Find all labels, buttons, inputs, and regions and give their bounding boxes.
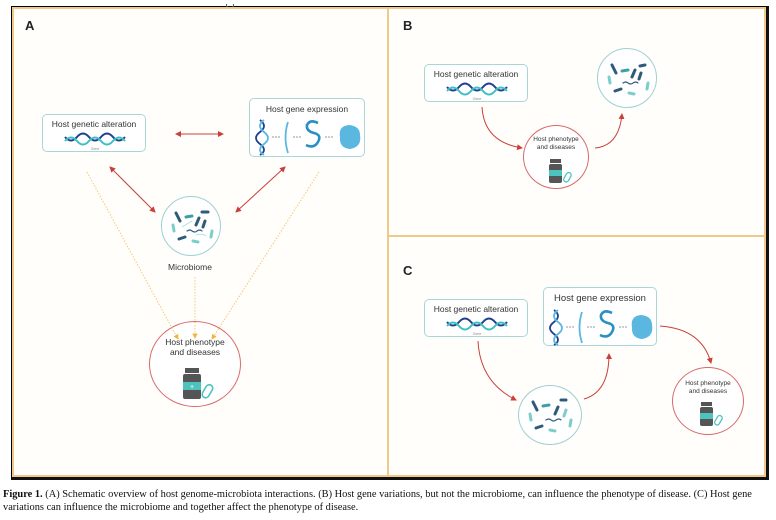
panel-c-genetic-alteration-box: Host genetic alteration Gene xyxy=(424,299,528,337)
arrow-phenotype-microbiome xyxy=(594,113,625,149)
genetic-alteration-title: Host genetic alteration xyxy=(51,119,137,129)
panel-c-label: C xyxy=(403,263,413,278)
phenotype-line1: Host phenotype xyxy=(533,136,579,143)
dna-helix-icon: Gene xyxy=(64,132,126,151)
figure-frame: A Host genetic alteration Gene Host gene… xyxy=(11,4,769,480)
panel-divider-vertical xyxy=(387,7,389,477)
gene-sublabel: Gene xyxy=(473,332,482,336)
gene-expression-title: Host gene expression xyxy=(554,293,646,304)
medicine-icon: + xyxy=(183,368,214,399)
phenotype-label: Host phenotype and diseases xyxy=(150,337,240,357)
bacteria-icon xyxy=(171,210,214,244)
bacteria-icon xyxy=(528,398,573,433)
gene-sublabel: Gene xyxy=(91,147,100,151)
gene-expression-pathway-icon xyxy=(255,119,361,156)
panel-b-phenotype-circle: Host phenotype and diseases xyxy=(523,125,589,189)
panel-a-label: A xyxy=(25,18,35,33)
arrow-microbiome-expression xyxy=(583,353,612,400)
figure-caption: Figure 1. (A) Schematic overview of host… xyxy=(3,488,775,514)
panel-divider-horizontal xyxy=(388,235,766,237)
panel-b-label: B xyxy=(403,18,413,33)
phenotype-label: Host phenotype and diseases xyxy=(524,136,588,152)
panel-a-genetic-alteration-box: Host genetic alteration Gene xyxy=(42,114,146,152)
svg-text:+: + xyxy=(190,384,194,391)
arrow-expression-microbiome xyxy=(235,166,286,213)
phenotype-line1: Host phenotype xyxy=(165,337,225,347)
phenotype-line2: and diseases xyxy=(169,347,221,358)
phenotype-line2: and diseases xyxy=(688,387,728,395)
phenotype-line1: Host phenotype xyxy=(685,380,731,387)
panel-b-genetic-alteration-box: Host genetic alteration Gene xyxy=(424,64,528,102)
microbiome-label: Microbiome xyxy=(168,262,212,272)
protein-icon xyxy=(631,315,653,339)
dna-helix-icon: Gene xyxy=(446,317,508,336)
gene-sublabel: Gene xyxy=(473,97,482,101)
dna-helix-icon: Gene xyxy=(446,82,508,101)
dotted-arrow-expression-phenotype xyxy=(211,171,320,340)
gene-expression-pathway-icon xyxy=(549,309,653,346)
caption-text: (A) Schematic overview of host genome-mi… xyxy=(3,489,752,513)
arrow-genetic-phenotype xyxy=(481,106,523,151)
medicine-icon xyxy=(549,159,572,183)
panel-b-microbiome-circle xyxy=(597,48,657,108)
panel-c-gene-expression-box: Host gene expression xyxy=(543,287,657,346)
panel-border xyxy=(12,7,766,477)
genetic-alteration-title: Host genetic alteration xyxy=(433,69,519,79)
genetic-alteration-title: Host genetic alteration xyxy=(433,304,519,314)
panel-c-phenotype-circle: Host phenotype and diseases xyxy=(672,367,744,435)
caption-label: Figure 1. xyxy=(3,489,43,500)
phenotype-line2: and diseases xyxy=(536,143,576,151)
arrow-genetic-microbiome xyxy=(109,166,156,213)
panel-b-arrows xyxy=(481,106,625,151)
panel-a-arrows xyxy=(86,131,320,340)
panel-c-arrows xyxy=(477,325,713,401)
arrow-genetic-microbiome xyxy=(477,340,517,401)
gene-expression-title: Host gene expression xyxy=(265,104,349,114)
medicine-icon xyxy=(700,402,723,426)
arrow-expression-phenotype xyxy=(659,325,713,364)
panel-a-phenotype-circle: Host phenotype and diseases + xyxy=(149,321,241,407)
panel-a-gene-expression-box: Host gene expression xyxy=(249,98,365,157)
panel-c-microbiome-circle xyxy=(518,385,582,445)
protein-icon xyxy=(339,125,361,149)
panel-a-microbiome-circle xyxy=(161,196,221,256)
bacteria-icon xyxy=(607,63,650,96)
phenotype-label: Host phenotype and diseases xyxy=(673,380,743,396)
